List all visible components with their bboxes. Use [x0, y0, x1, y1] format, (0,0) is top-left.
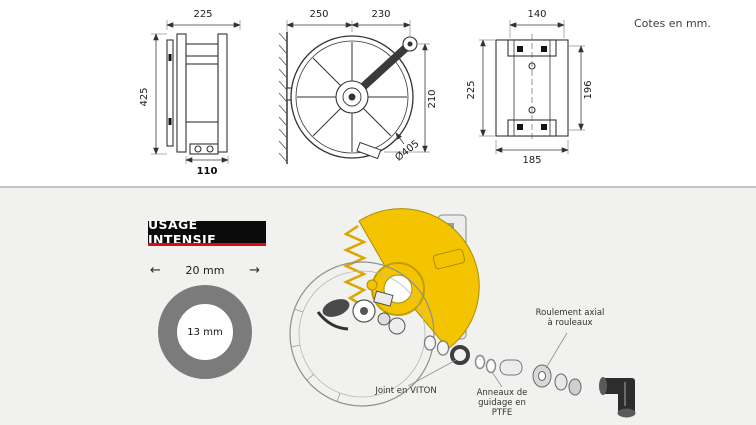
callout-leader-lines [407, 332, 568, 388]
elbow-fitting [599, 377, 636, 418]
dim-front-diameter: Ø405 [393, 138, 422, 164]
features-section: USAGE INTENSIF ← 20 mm → 13 mm [0, 186, 756, 425]
mechanism-parts [316, 279, 406, 335]
ptfe-guide-ring [485, 358, 497, 374]
dim-side-top: 225 [193, 9, 212, 20]
dim-front-height: 210 [427, 89, 438, 108]
dim-back-right: 196 [583, 80, 594, 99]
left-arrow-icon: ← [150, 262, 161, 278]
dim-side-left: 425 [139, 87, 150, 106]
yellow-latch [432, 248, 466, 270]
wheel-spokes [297, 42, 407, 152]
callout-viton-seal: Joint en VITON [375, 386, 437, 396]
units-note: Cotes en mm. [634, 17, 711, 30]
technical-drawings: 225 425 110 [139, 9, 594, 177]
dim-back-top: 140 [527, 9, 546, 20]
reel-front-disc [289, 261, 435, 407]
axial-roller-bearing [532, 364, 552, 388]
exploded-view-illustration [289, 208, 636, 418]
hose-inner-diameter-label: 13 mm [187, 326, 223, 338]
right-arrow-icon: → [249, 262, 260, 278]
dim-back-left: 225 [466, 80, 477, 99]
callout-ptfe-guides: Anneaux de guidage en PTFE [476, 388, 528, 418]
usage-badge: USAGE INTENSIF [148, 217, 266, 247]
reel-spring [342, 224, 368, 306]
shaft-exploded-parts [423, 335, 582, 396]
viton-seal [450, 345, 470, 365]
callout-axial-bearing: Roulement axial à rouleaux [535, 308, 605, 328]
dim-front-left-span: 250 [309, 9, 328, 20]
technical-drawings-section: 225 425 110 [0, 0, 756, 186]
hose-outer-dimension: ← 20 mm → [150, 263, 260, 277]
front-view-drawing: 250 230 210 Ø405 [278, 9, 438, 164]
hose-outer-diameter-label: 20 mm [185, 263, 225, 277]
back-view-drawing: 140 225 196 185 [466, 9, 594, 166]
dim-side-bottom: 110 [197, 166, 218, 177]
dim-back-bottom: 185 [522, 155, 541, 166]
ptfe-guide-ring [474, 354, 486, 370]
badge-red-underline [148, 243, 266, 246]
wall-hatching [278, 32, 288, 163]
dim-front-right-span: 230 [371, 9, 390, 20]
side-view-drawing: 225 425 110 [139, 9, 241, 177]
hose-cross-section: 13 mm [158, 285, 252, 379]
